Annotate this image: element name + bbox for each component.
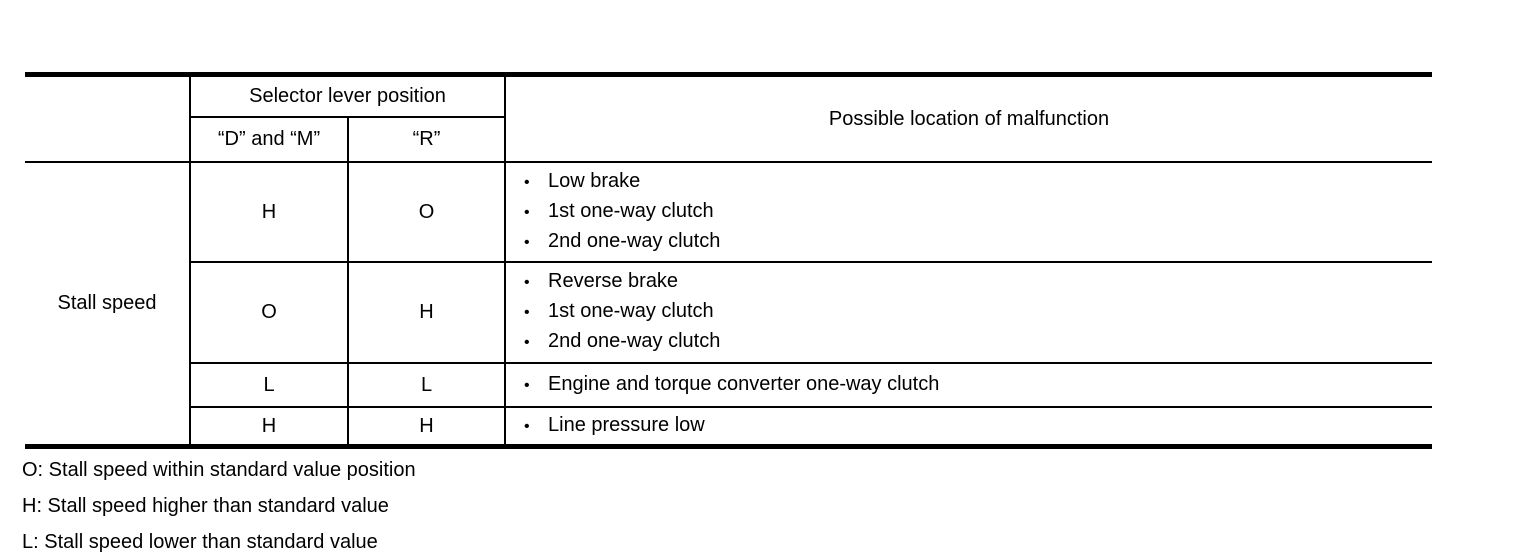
list-item: • Low brake [524, 167, 1432, 197]
cause-text: Line pressure low [548, 413, 705, 436]
header-cell-r: “R” [348, 116, 506, 163]
list-item: • Reverse brake [524, 267, 1432, 297]
list-item: • 2nd one-way clutch [524, 227, 1432, 257]
cell-row4-r: H [348, 406, 506, 448]
cause-text: Reverse brake [548, 270, 679, 292]
bullet-icon: • [524, 233, 530, 251]
bullet-icon: • [524, 274, 530, 291]
cause-text: 1st one-way clutch [548, 300, 714, 322]
cell-row2-causes: • Reverse brake • 1st one-way clutch • 2… [505, 261, 1432, 364]
bullet-icon: • [524, 203, 530, 221]
table-row: H H • Line pressure low [25, 406, 1432, 448]
cell-row1-d-m: H [190, 161, 349, 263]
header-row-top: Selector lever position Possible locatio… [25, 74, 1432, 163]
cell-row3-r: L [348, 362, 506, 408]
list-item: • 2nd one-way clutch [524, 327, 1432, 357]
cell-row1-r: O [348, 161, 506, 263]
cell-row3-d-m: L [190, 362, 349, 408]
cell-row3-causes: • Engine and torque converter one-way cl… [505, 362, 1432, 408]
cell-row2-d-m: O [190, 261, 349, 364]
possible-location-header: Possible location of malfunction [505, 74, 1432, 163]
table-row: Stall speed H O • Low brake • 1st one-wa… [25, 161, 1432, 447]
bullet-icon: • [524, 376, 530, 394]
stall-speed-table: Selector lever position Possible locatio… [25, 72, 1432, 449]
cell-row4-causes: • Line pressure low [505, 406, 1432, 448]
list-item: • Engine and torque converter one-way cl… [524, 370, 1432, 400]
table-row: L L • Engine and torque converter one-wa… [25, 362, 1432, 408]
cause-text: 1st one-way clutch [548, 199, 714, 222]
corner-cell [25, 74, 191, 163]
selector-lever-position-header: Selector lever position [190, 74, 506, 118]
header-cell-d-and-m: “D” and “M” [190, 116, 349, 163]
bullet-icon: • [524, 417, 530, 435]
cell-row2-r: H [348, 261, 506, 364]
row-label-stall-speed: Stall speed [25, 161, 191, 447]
cause-text: 2nd one-way clutch [548, 330, 721, 352]
cell-row1-causes: • Low brake • 1st one-way clutch • 2nd o… [505, 161, 1432, 263]
list-item: • 1st one-way clutch [524, 297, 1432, 327]
list-item: • Line pressure low [524, 411, 1432, 441]
cause-text: Low brake [548, 169, 641, 192]
cause-text: Engine and torque converter one-way clut… [548, 372, 940, 395]
header-row-sub: “D” and “M” “R” [25, 116, 1432, 163]
bullet-icon: • [524, 304, 530, 321]
legend-line-l: L: Stall speed lower than standard value [22, 531, 378, 553]
list-item: • 1st one-way clutch [524, 197, 1432, 227]
table-row: O H • Reverse brake • 1st one-way clutch… [25, 261, 1432, 364]
bullet-icon: • [524, 173, 530, 191]
legend-line-h: H: Stall speed higher than standard valu… [22, 495, 389, 517]
legend-line-o: O: Stall speed within standard value pos… [22, 459, 416, 481]
cause-text: 2nd one-way clutch [548, 229, 721, 252]
legend: O: Stall speed within standard value pos… [22, 452, 416, 560]
cell-row4-d-m: H [190, 406, 349, 448]
bullet-icon: • [524, 334, 530, 351]
